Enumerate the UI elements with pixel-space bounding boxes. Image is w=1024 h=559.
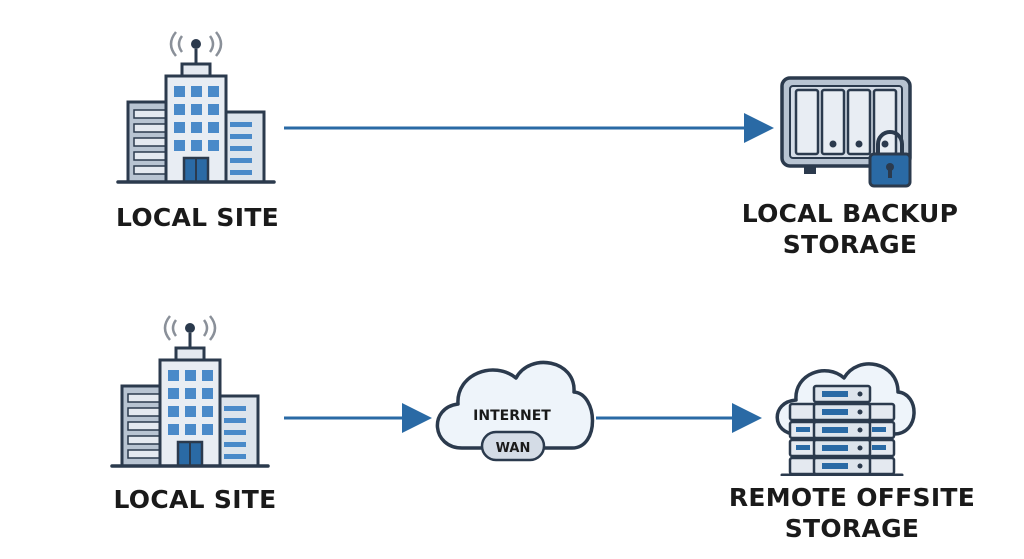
- wan-badge: [480, 430, 546, 462]
- bottom-target-label-line2: STORAGE: [784, 514, 920, 543]
- cloud-label: INTERNET: [473, 408, 551, 424]
- top-target-label-line1: LOCAL BACKUP: [741, 199, 959, 228]
- wan-badge-label: WAN: [496, 441, 531, 456]
- top-target-label-line2: STORAGE: [782, 230, 918, 259]
- office-building-icon: [116, 30, 276, 184]
- top-source-label: LOCAL SITE: [116, 203, 280, 232]
- internet-cloud: INTERNET WAN: [435, 360, 595, 462]
- nas-with-lock-icon: [780, 76, 912, 188]
- office-building-icon: [110, 314, 270, 468]
- bottom-target-label: REMOTE OFFSITE STORAGE: [712, 482, 992, 544]
- bottom-target-label-line1: REMOTE OFFSITE: [728, 483, 976, 512]
- bottom-source-label: LOCAL SITE: [113, 485, 277, 514]
- top-target-label: LOCAL BACKUP STORAGE: [720, 198, 980, 260]
- cloud-server-rack-icon: [775, 362, 916, 476]
- cloud-icon: [435, 360, 595, 450]
